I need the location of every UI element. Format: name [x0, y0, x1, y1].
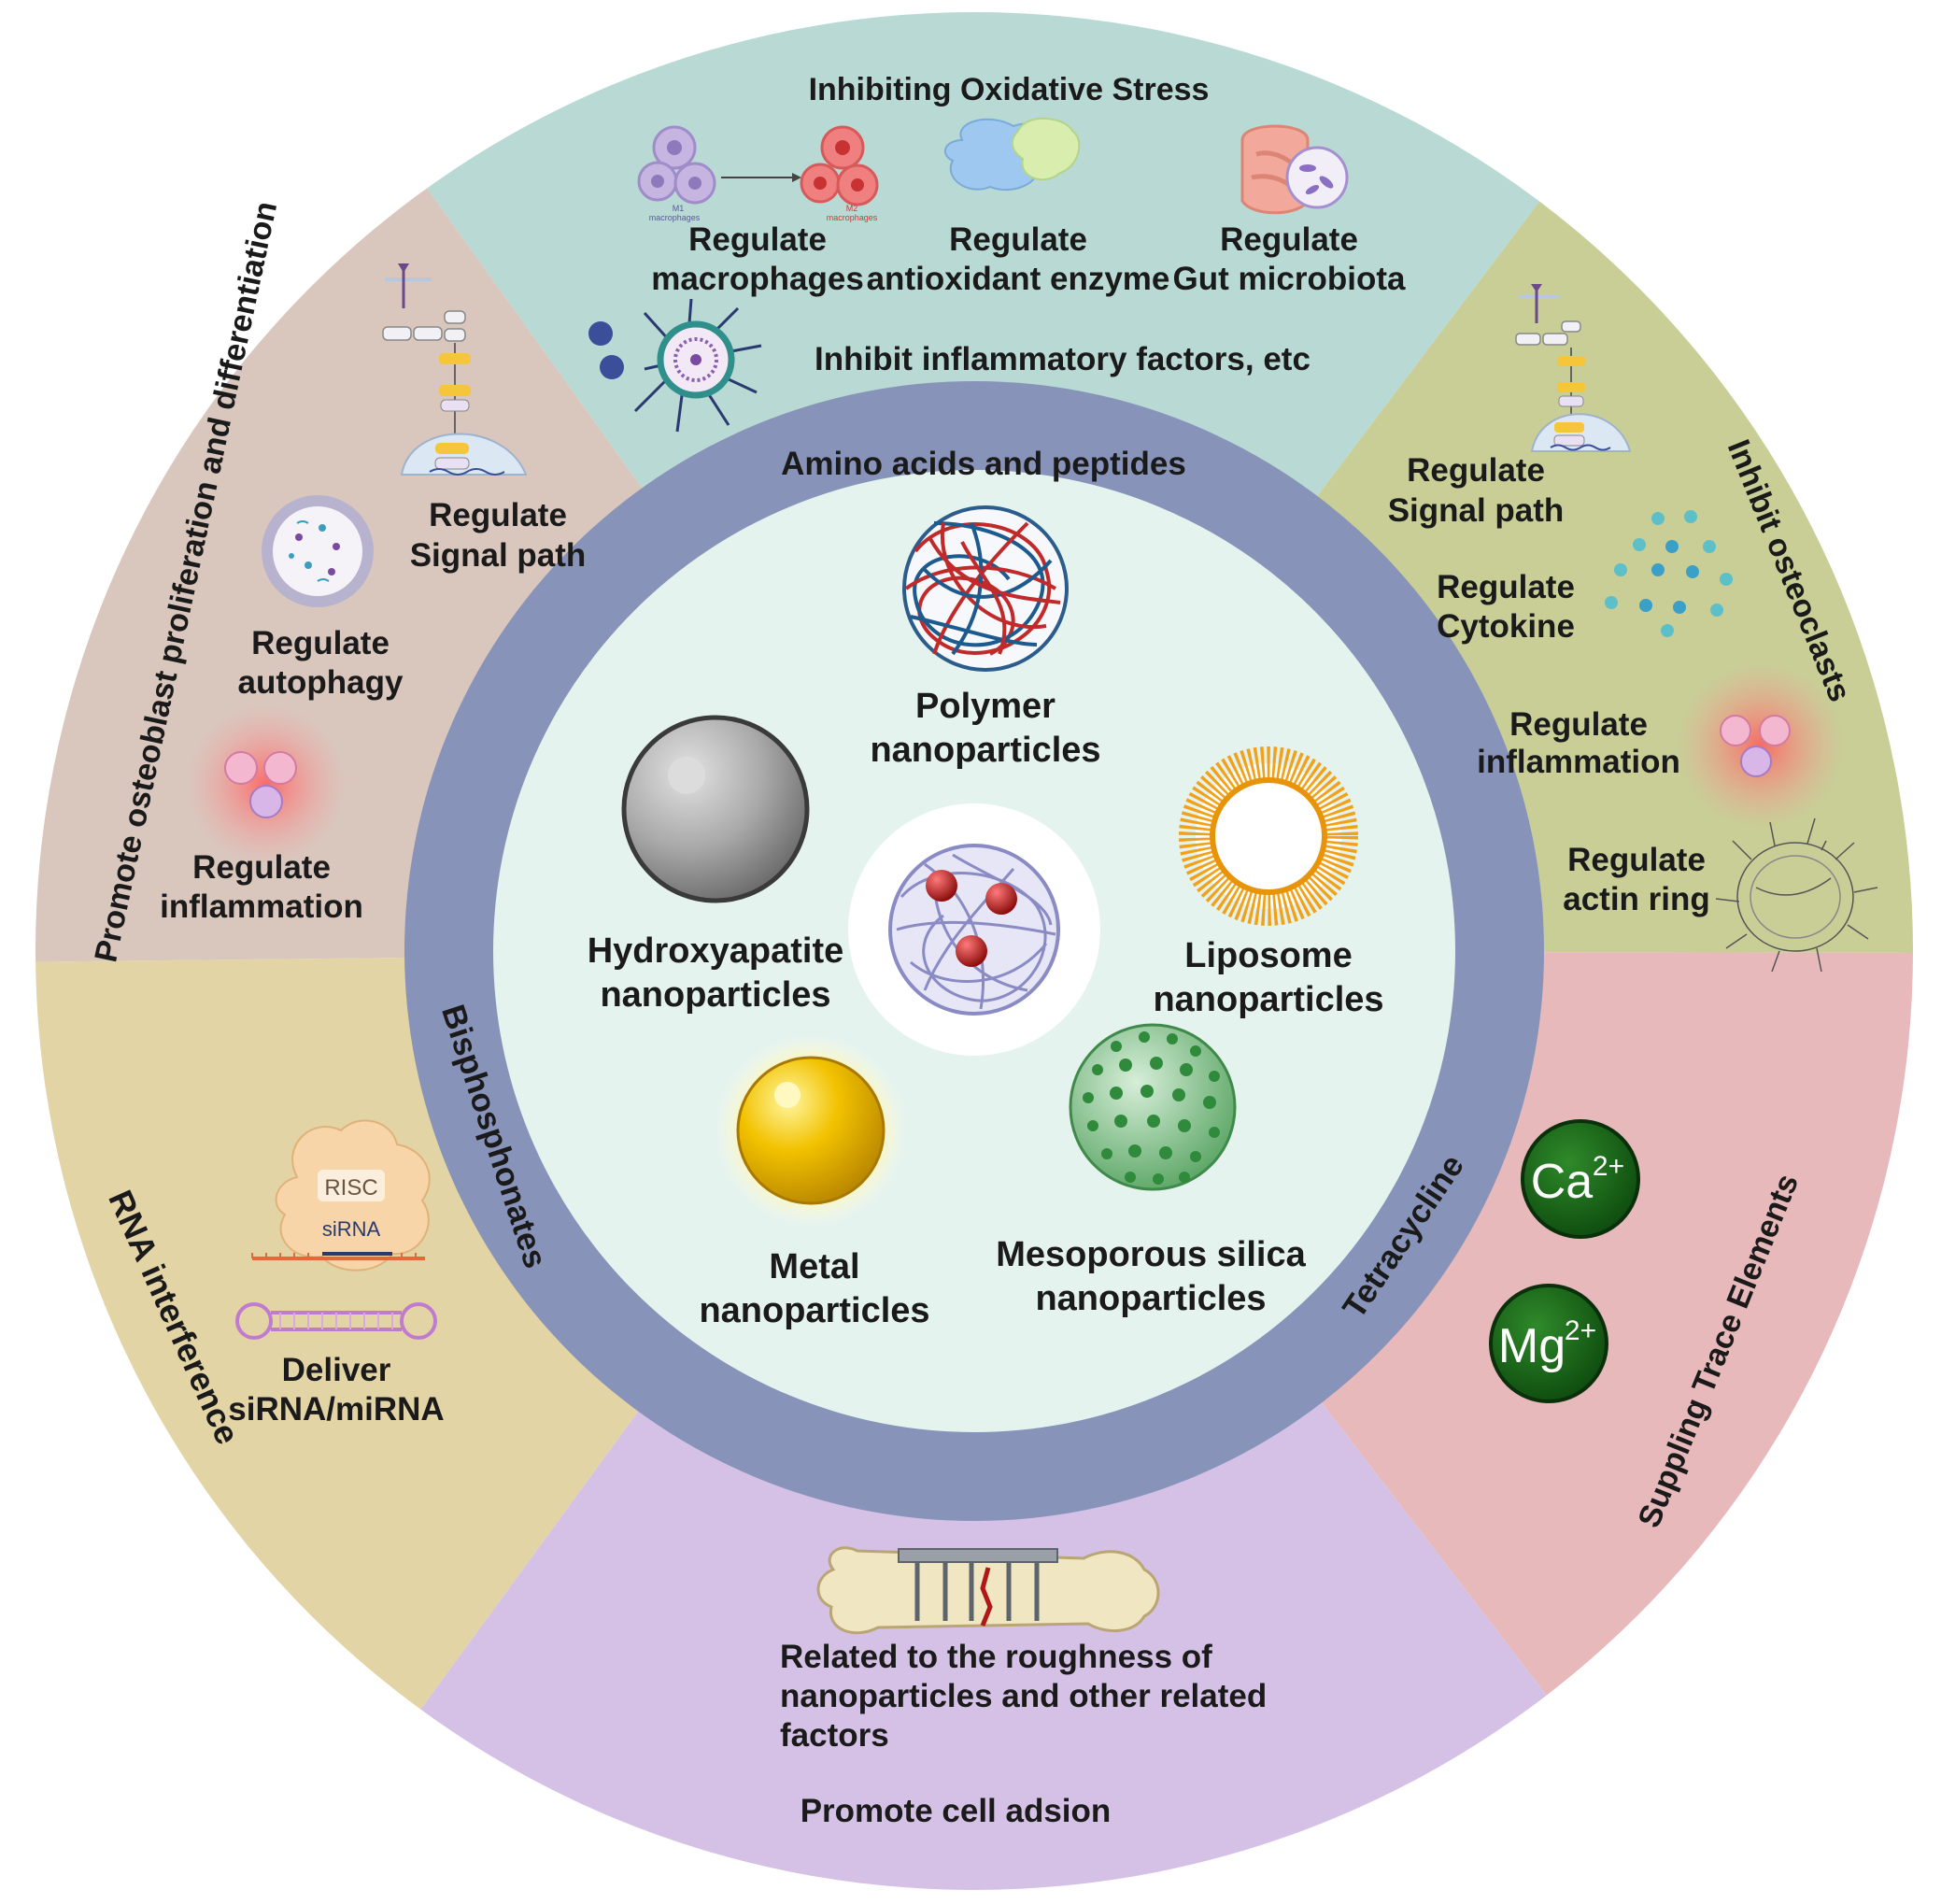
signal-pathway-icon-right — [1515, 284, 1632, 452]
osteoclast-inflam-label-2: inflammation — [1477, 744, 1680, 780]
liposome-nanoparticle-icon — [1179, 746, 1358, 926]
actin-label-2: actin ring — [1563, 881, 1710, 917]
inflammation-icon-left — [187, 705, 346, 864]
inflammation-icon-right — [1677, 661, 1845, 830]
risc-label: RISC — [324, 1175, 377, 1201]
osteoblast-signal-label-1: Regulate — [429, 497, 567, 533]
osteoblast-signal-label-2: Signal path — [410, 537, 587, 574]
deliver-label-1: Deliver — [282, 1352, 391, 1388]
silica-label-1: Mesoporous silica — [996, 1235, 1306, 1274]
adhesion-desc-2: nanoparticles and other related — [780, 1678, 1267, 1714]
autophagy-label-1: Regulate — [251, 625, 390, 661]
gut-microbiota-icon — [1240, 124, 1349, 215]
risc-complex-icon: RISC siRNA — [251, 1119, 431, 1272]
m2-sub-label: macrophages — [827, 213, 878, 222]
adhesion-title: Promote cell adsion — [800, 1793, 1112, 1829]
bone-implant-icon — [816, 1546, 1160, 1635]
cytokine-label-2: Cytokine — [1437, 608, 1575, 645]
macrophage-m2-icon — [800, 125, 879, 206]
inflammatory-factor-icon — [588, 298, 762, 433]
m1-label: M1 — [673, 204, 685, 213]
drug-loaded-nanoparticle-icon — [848, 803, 1100, 1056]
cytokine-label-1: Regulate — [1437, 569, 1575, 605]
polymer-label-1: Polymer — [915, 687, 1056, 726]
magnesium-charge: 2+ — [1565, 1315, 1596, 1346]
osteoclast-inflam-label-1: Regulate — [1509, 706, 1648, 743]
mesoporous-silica-nanoparticle-icon — [1069, 1023, 1237, 1191]
oxidative-title: Inhibiting Oxidative Stress — [809, 72, 1210, 107]
actin-label-1: Regulate — [1567, 842, 1706, 878]
magnesium-ion-icon: Mg 2+ — [1489, 1284, 1608, 1403]
hairpin-rna-icon — [235, 1302, 437, 1340]
osteoblast-inflam-label-1: Regulate — [192, 849, 331, 886]
liposome-label-2: nanoparticles — [1153, 980, 1383, 1019]
osteoclast-signal-label-1: Regulate — [1407, 452, 1545, 489]
hydroxyapatite-label-2: nanoparticles — [600, 975, 830, 1015]
enzyme-label-2: antioxidant enzyme — [867, 261, 1170, 297]
autophagy-label-2: autophagy — [238, 664, 404, 701]
antioxidant-enzyme-icon — [943, 117, 1081, 192]
gut-label-1: Regulate — [1220, 221, 1358, 258]
adhesion-desc-3: factors — [780, 1717, 889, 1754]
cytokine-icon — [1605, 510, 1733, 637]
polymer-label-2: nanoparticles — [870, 731, 1100, 770]
polymer-nanoparticle-icon — [902, 505, 1069, 672]
metal-nanoparticle-icon — [715, 1035, 906, 1226]
inhibit-inflammatory-label: Inhibit inflammatory factors, etc — [815, 341, 1311, 377]
m1-sub-label: macrophages — [649, 213, 701, 222]
osteoblast-inflam-label-2: inflammation — [160, 888, 363, 925]
liposome-label-1: Liposome — [1184, 936, 1352, 975]
magnesium-symbol: Mg — [1498, 1319, 1566, 1373]
metal-label-2: nanoparticles — [699, 1291, 929, 1330]
calcium-ion-icon: Ca 2+ — [1521, 1119, 1640, 1239]
calcium-charge: 2+ — [1593, 1151, 1624, 1182]
macrophage-label-2: macrophages — [651, 261, 864, 297]
gut-label-2: Gut microbiota — [1173, 261, 1406, 297]
osteoclast-signal-label-2: Signal path — [1388, 492, 1565, 529]
ring-top-label: Amino acids and peptides — [781, 446, 1186, 482]
silica-label-2: nanoparticles — [1035, 1279, 1266, 1318]
signal-pathway-icon-left — [382, 263, 528, 476]
hydroxyapatite-nanoparticle-icon — [621, 715, 810, 903]
hydroxyapatite-label-1: Hydroxyapatite — [588, 931, 844, 971]
autophagy-icon — [262, 495, 374, 607]
sirna-label: siRNA — [322, 1217, 381, 1241]
actin-ring-icon — [1715, 817, 1878, 973]
calcium-symbol: Ca — [1531, 1155, 1594, 1209]
arrow-head-icon — [792, 173, 801, 182]
macrophage-m1-icon — [637, 125, 716, 205]
metal-label-1: Metal — [769, 1247, 859, 1286]
adhesion-desc-1: Related to the roughness of — [780, 1639, 1212, 1675]
m2-label: M2 — [846, 204, 858, 213]
enzyme-label-1: Regulate — [949, 221, 1087, 258]
deliver-label-2: siRNA/miRNA — [228, 1391, 444, 1428]
macrophage-label-1: Regulate — [688, 221, 827, 258]
